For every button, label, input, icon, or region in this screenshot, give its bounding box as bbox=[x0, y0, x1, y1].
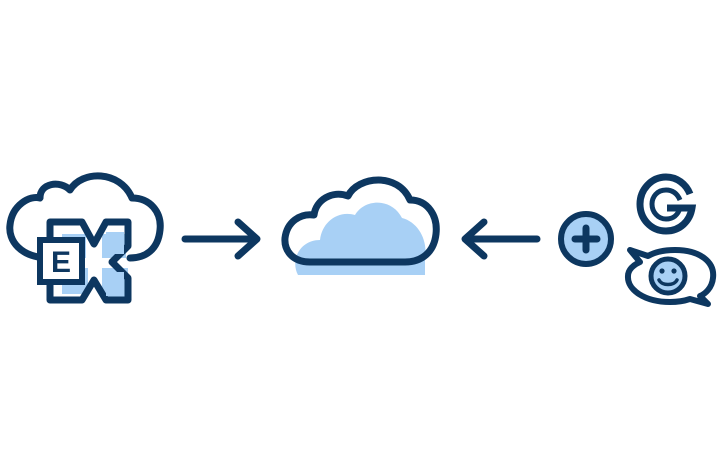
exchange-letter: E bbox=[51, 246, 71, 279]
chat-smiley-icon bbox=[625, 247, 717, 307]
arrow-right-icon bbox=[181, 218, 261, 260]
exchange-logo-icon: E bbox=[37, 218, 132, 304]
plus-circle-icon bbox=[558, 211, 614, 267]
arrow-left-icon bbox=[461, 218, 541, 260]
cloud-icon bbox=[281, 176, 440, 275]
exchange-cloud-icon: E bbox=[6, 172, 164, 304]
google-g-icon bbox=[636, 173, 697, 235]
